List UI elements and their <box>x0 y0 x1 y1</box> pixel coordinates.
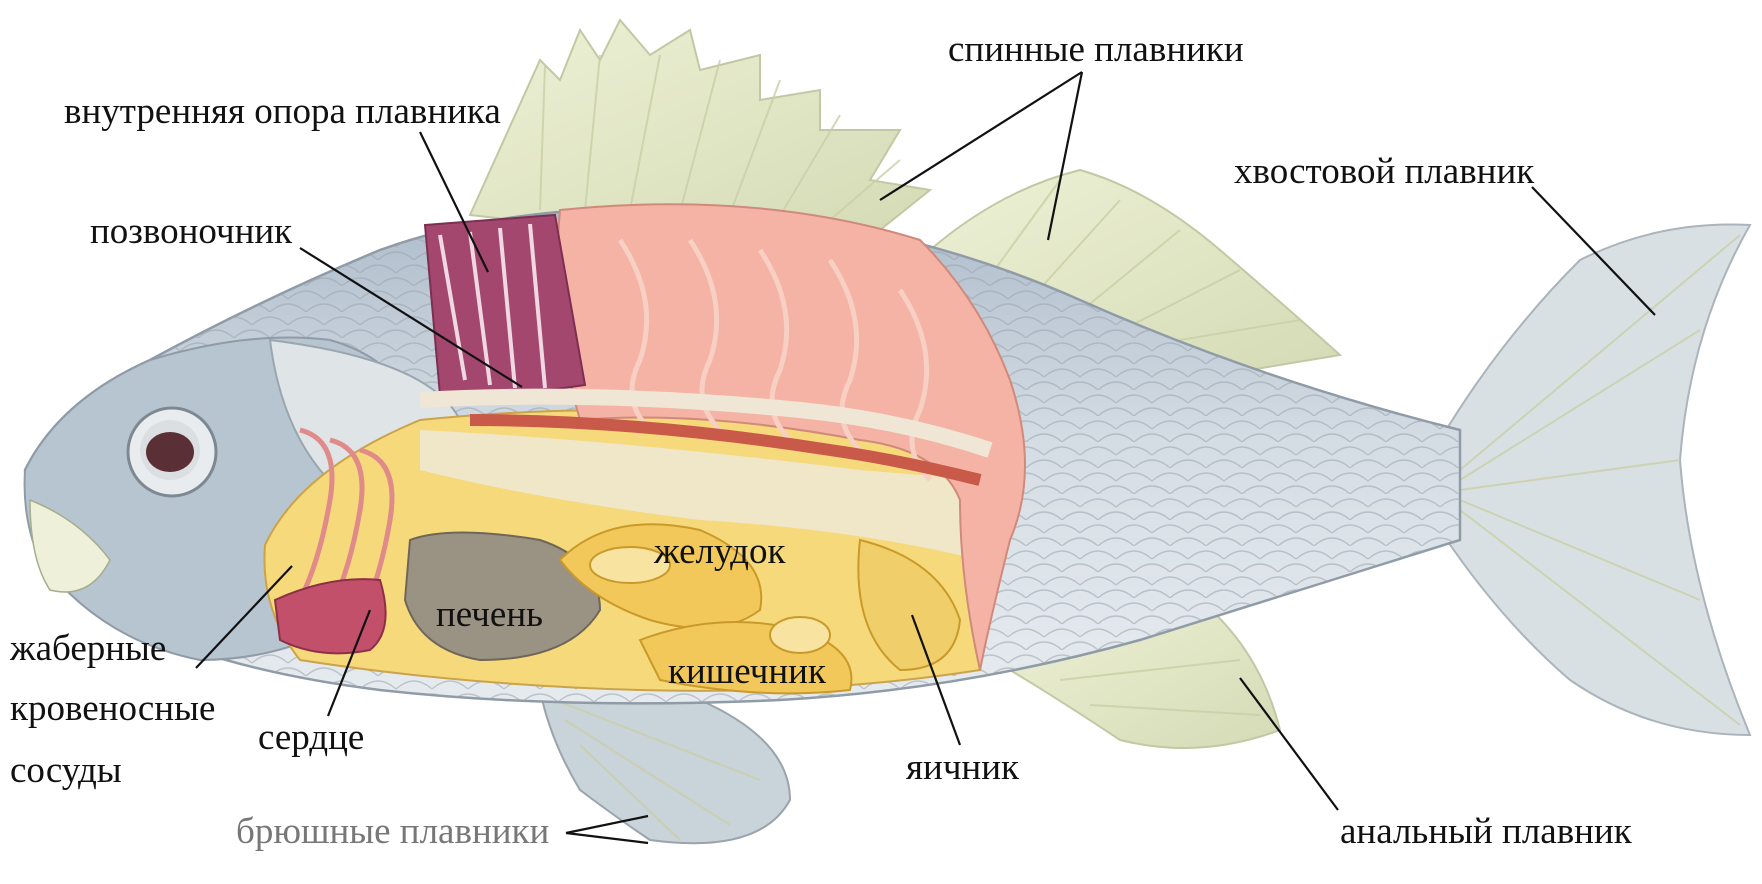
label-heart: сердце <box>258 717 364 758</box>
pelvic-fin <box>540 687 790 844</box>
label-fin-support: внутренняя опора плавника <box>64 91 501 132</box>
label-tail-fin: хвостовой плавник <box>1234 151 1535 192</box>
label-anal-fin: анальный плавник <box>1340 811 1633 852</box>
label-gill-vessels-1: жаберные <box>9 628 166 669</box>
label-dorsal-fins: спинные плавники <box>948 29 1244 70</box>
label-intestine: кишечник <box>668 651 827 692</box>
label-gill-vessels-3: сосуды <box>10 750 122 791</box>
first-dorsal-fin <box>470 20 930 230</box>
label-liver: печень <box>436 594 543 635</box>
leader-anal-fin <box>1240 678 1338 810</box>
label-pelvic-fins: брюшные плавники <box>236 811 549 852</box>
label-stomach: желудок <box>653 531 786 572</box>
eye <box>128 408 216 496</box>
label-spine: позвоночник <box>90 211 293 252</box>
label-gill-vessels-2: кровеносные <box>10 688 215 729</box>
label-ovary: яичник <box>906 747 1020 788</box>
leader-pelvic-2 <box>566 833 648 843</box>
tail-fin <box>1440 224 1750 735</box>
